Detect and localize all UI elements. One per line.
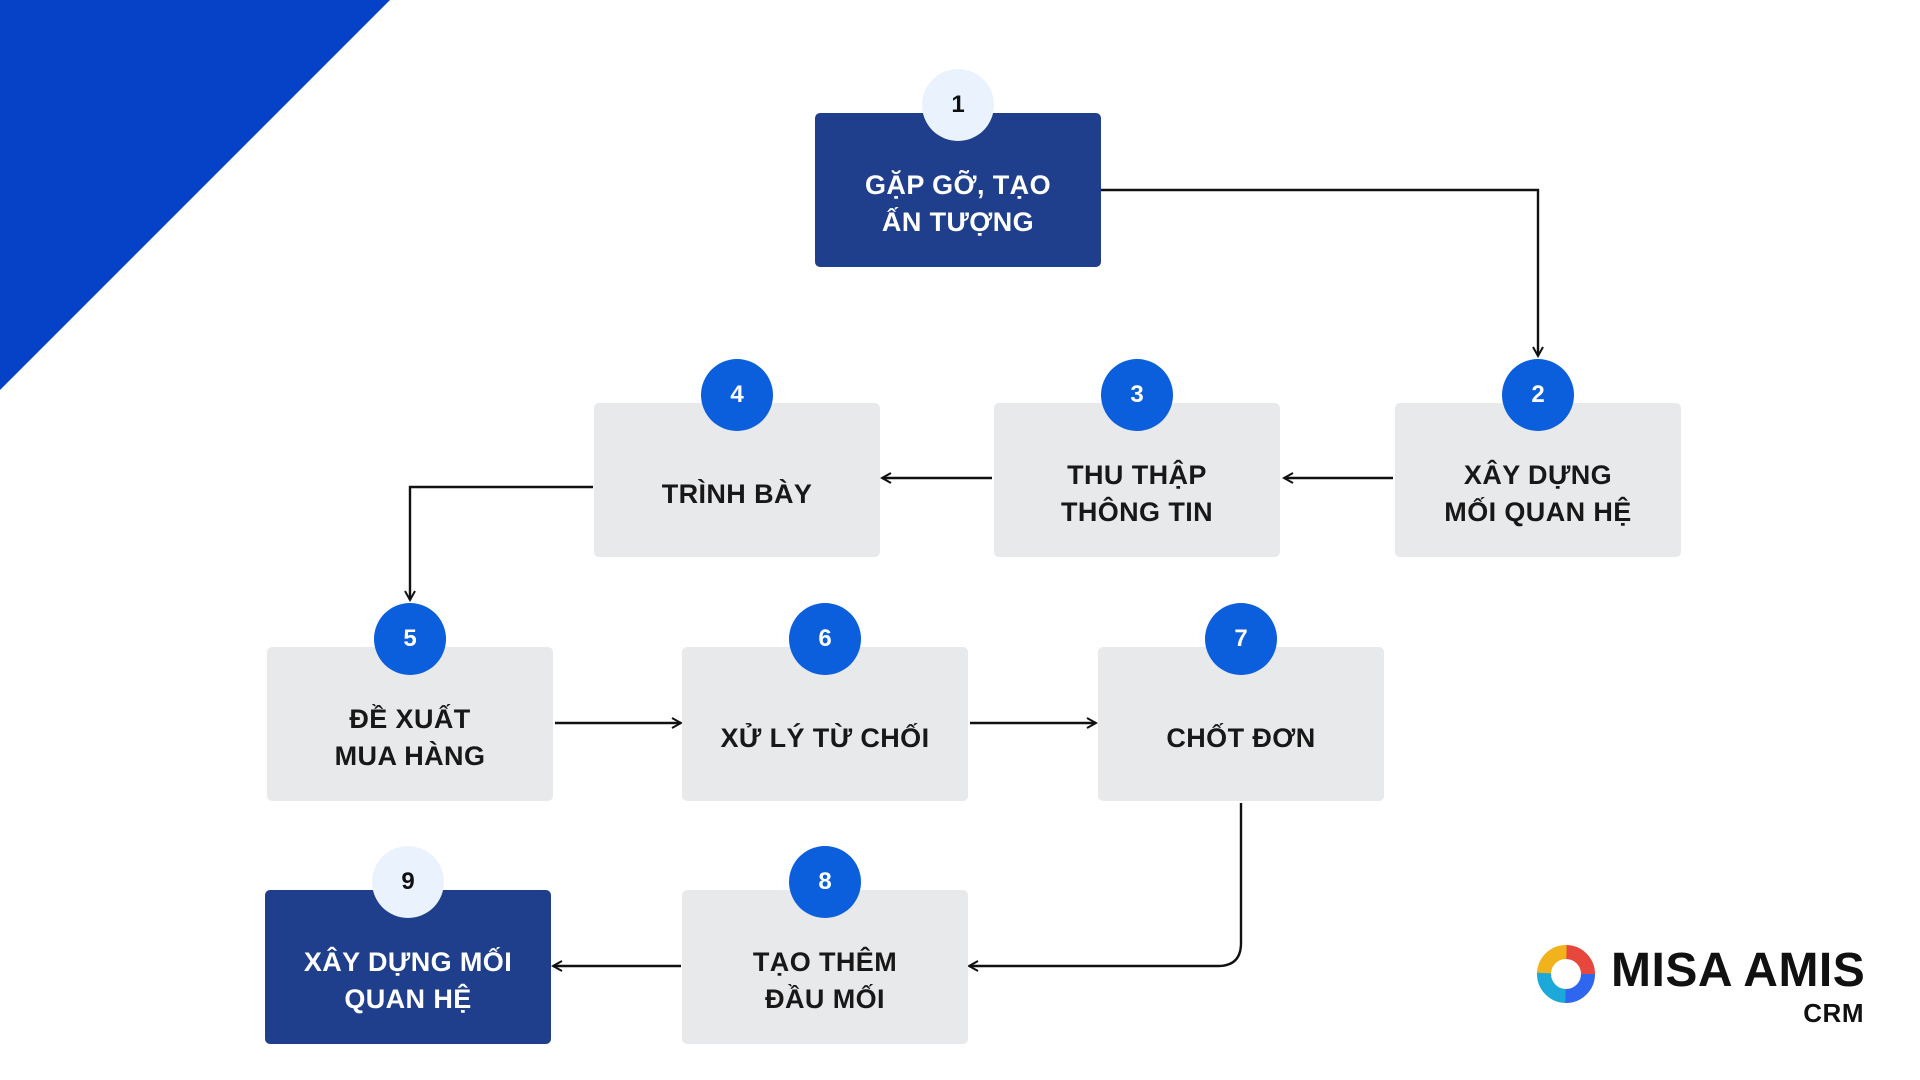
arrow-7-to-8 [969,803,1243,966]
step-4-box: 4 TRÌNH BÀY [594,359,880,557]
step-label: XỬ LÝ TỪ CHỐI [720,722,930,753]
brand-product: CRM [1803,998,1864,1028]
step-label: CHỐT ĐƠN [1166,722,1316,753]
step-5-box: 5 ĐỀ XUẤT MUA HÀNG [267,603,553,801]
step-7-box: 7 CHỐT ĐƠN [1098,603,1384,801]
step-1-box: 1 GẶP GỠ, TẠO ẤN TƯỢNG [815,69,1101,267]
step-label: TẠO THÊM ĐẦU MỐI [752,947,898,1014]
step-2-box: 2 XÂY DỰNG MỐI QUAN HỆ [1395,359,1681,557]
step-label: ĐỀ XUẤT MUA HÀNG [334,704,486,771]
step-6-box: 6 XỬ LÝ TỪ CHỐI [682,603,968,801]
step-label: TRÌNH BÀY [661,478,813,509]
step-label: THU THẬP THÔNG TIN [1060,460,1214,527]
step-label: XÂY DỰNG MỐI QUAN HỆ [303,947,513,1014]
step-number-badge: 7 [1205,603,1277,675]
step-number-badge: 4 [701,359,773,431]
step-number-badge: 5 [374,603,446,675]
step-number-badge: 6 [789,603,861,675]
step-number-badge: 2 [1502,359,1574,431]
misa-logo-icon [1537,945,1595,1003]
step-label: XÂY DỰNG MỐI QUAN HỆ [1444,460,1632,527]
brand-name: MISA AMIS [1611,944,1866,997]
misa-amis-crm-brand: MISA AMIS CRM [1530,934,1870,1034]
step-number-badge: 1 [922,69,994,141]
step-number-badge: 3 [1101,359,1173,431]
step-9-box: 9 XÂY DỰNG MỐI QUAN HỆ [265,846,551,1044]
arrow-4-to-5 [410,485,593,600]
step-8-box: 8 TẠO THÊM ĐẦU MỐI [682,846,968,1044]
step-3-box: 3 THU THẬP THÔNG TIN [994,359,1280,557]
step-label: GẶP GỠ, TẠO ẤN TƯỢNG [865,170,1051,237]
arrow-1-to-2 [1101,188,1538,356]
step-number-badge: 9 [372,846,444,918]
step-number-badge: 8 [789,846,861,918]
